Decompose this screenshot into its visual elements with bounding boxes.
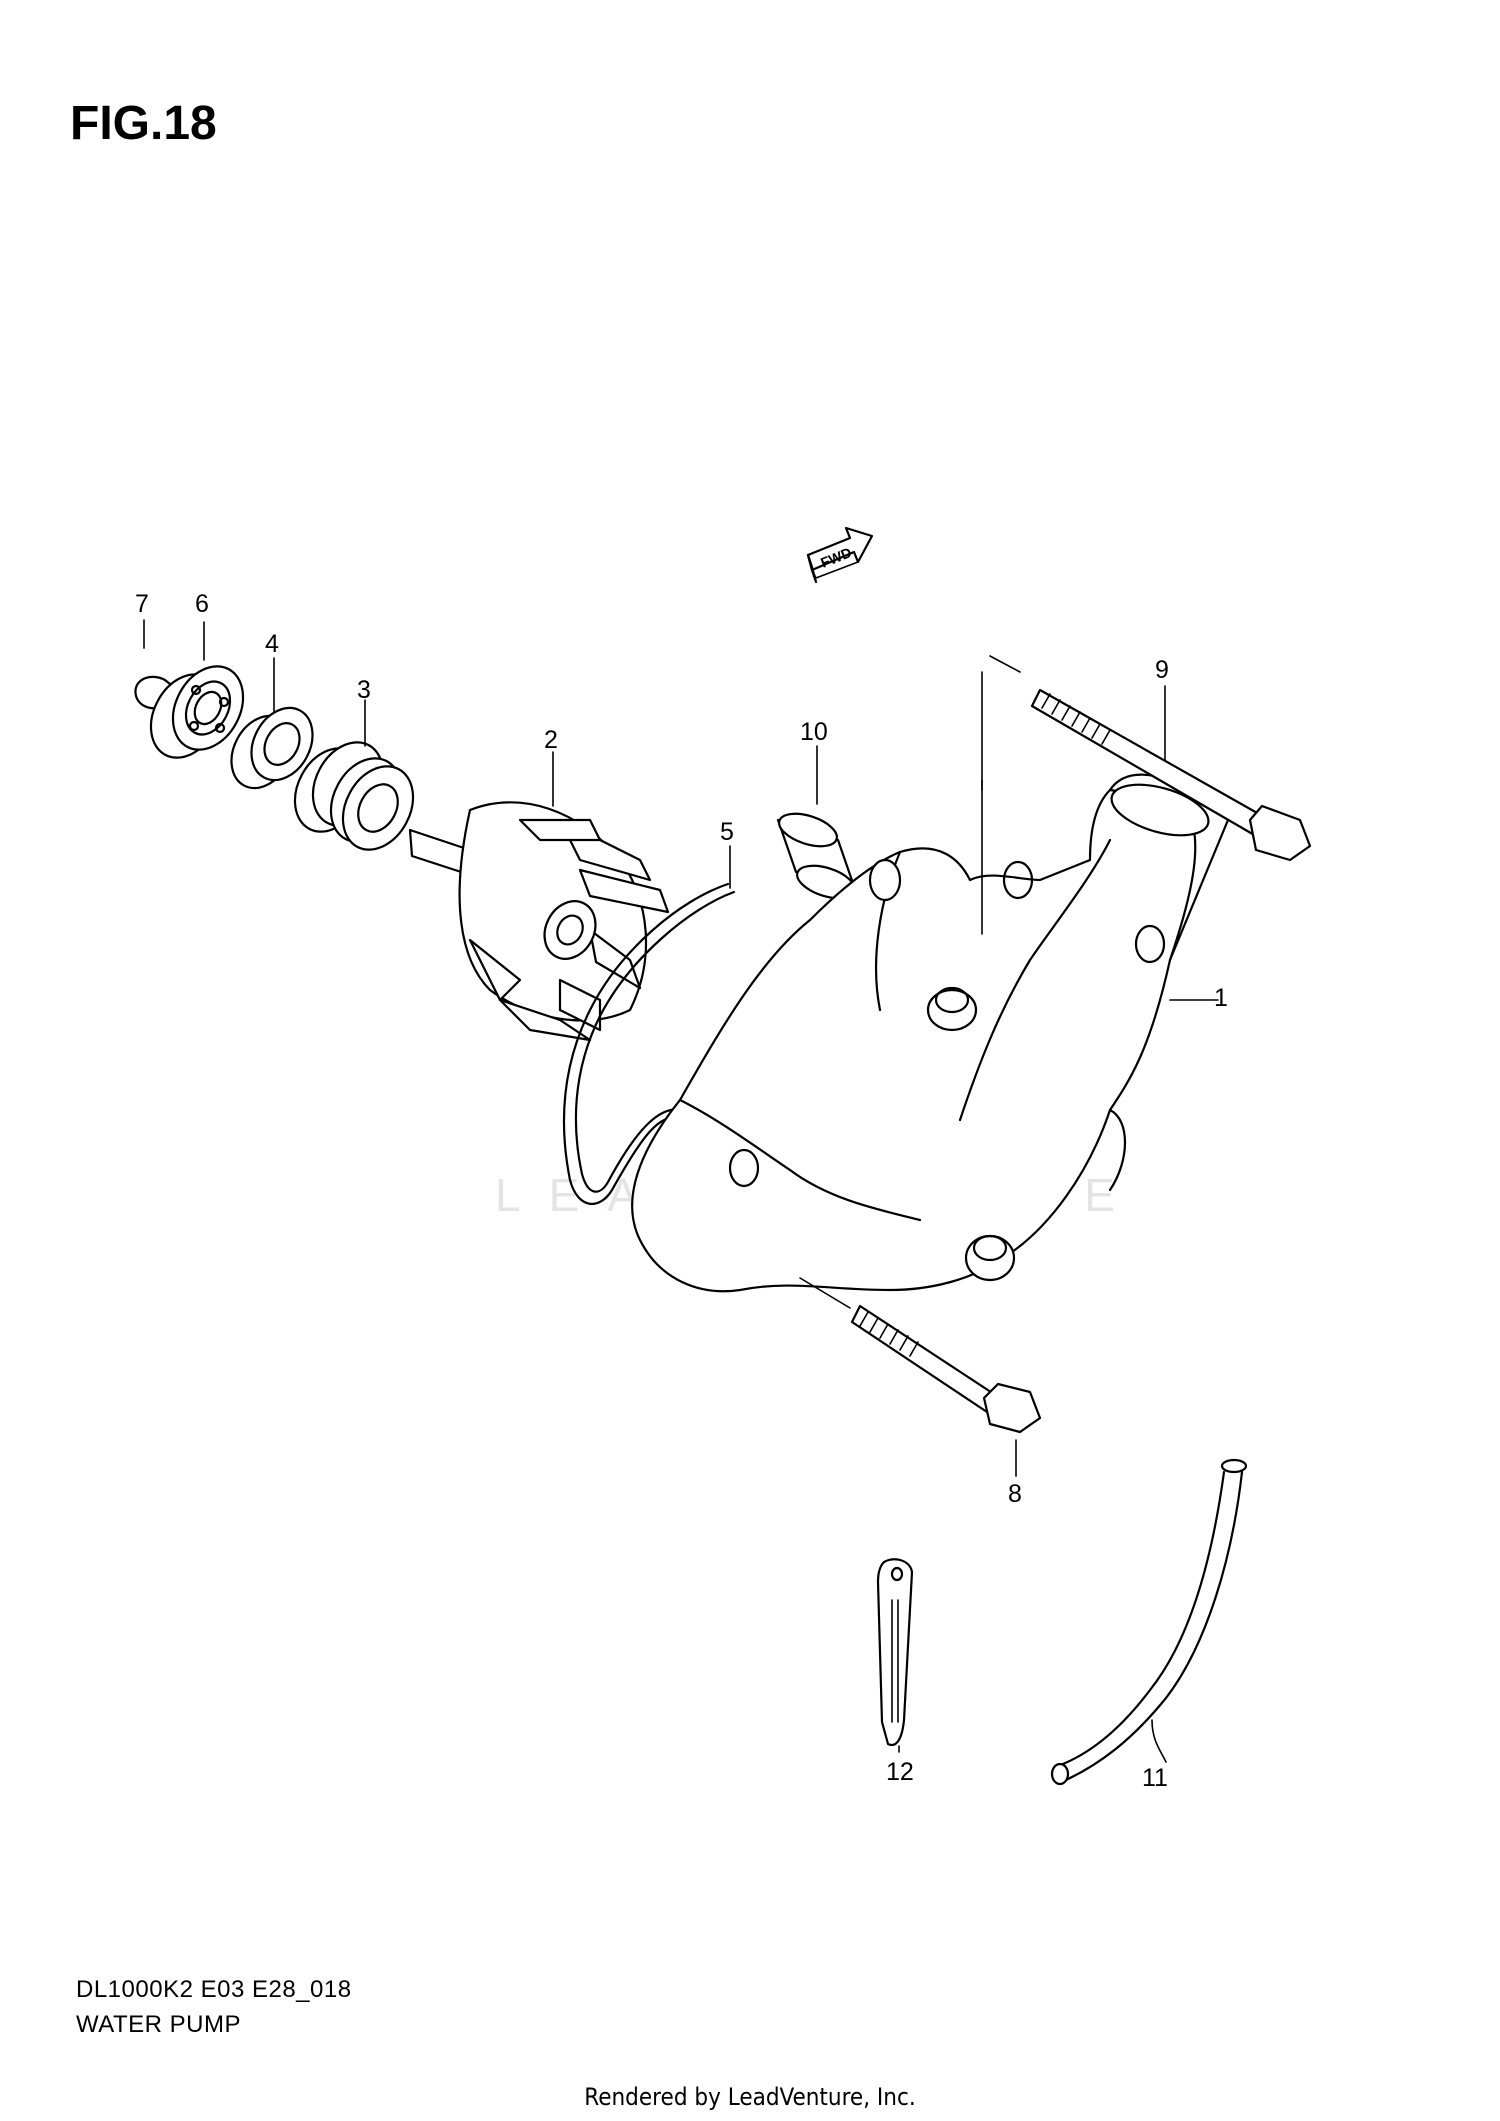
part-4-seal[interactable] <box>219 657 324 799</box>
part-11-hose[interactable] <box>1050 1458 1248 1786</box>
callout-12: 12 <box>886 1758 914 1786</box>
callout-11: 11 <box>1142 1764 1168 1792</box>
part-2-impeller[interactable] <box>408 751 670 1042</box>
part-6-bearing[interactable] <box>137 621 257 770</box>
callout-3: 3 <box>357 676 371 704</box>
callout-10: 10 <box>800 718 828 746</box>
assembly-title: WATER PUMP <box>76 2011 241 2038</box>
callout-1: 1 <box>1214 984 1228 1012</box>
rendered-by-credit: Rendered by LeadVenture, Inc. <box>584 2083 916 2111</box>
model-code: DL1000K2 E03 E28_018 <box>76 1976 352 2003</box>
fwd-arrow-icon: FWD <box>806 526 874 584</box>
part-10-dowel-pin[interactable] <box>775 745 859 905</box>
part-8-bolt[interactable] <box>799 1277 1042 1477</box>
part-9-long-bolt[interactable] <box>981 655 1312 935</box>
callout-7: 7 <box>135 590 149 618</box>
part-3-mechanical-seal[interactable] <box>281 699 427 862</box>
callout-8: 8 <box>1008 1480 1022 1508</box>
callout-9: 9 <box>1155 656 1169 684</box>
part-1-water-pump-body[interactable] <box>631 773 1230 1293</box>
figure-label: FIG.18 <box>70 97 217 150</box>
callout-2: 2 <box>544 726 558 754</box>
callout-6: 6 <box>195 590 209 618</box>
callout-5: 5 <box>720 818 734 846</box>
callout-4: 4 <box>265 630 279 658</box>
part-12-clamp[interactable] <box>876 1558 914 1753</box>
